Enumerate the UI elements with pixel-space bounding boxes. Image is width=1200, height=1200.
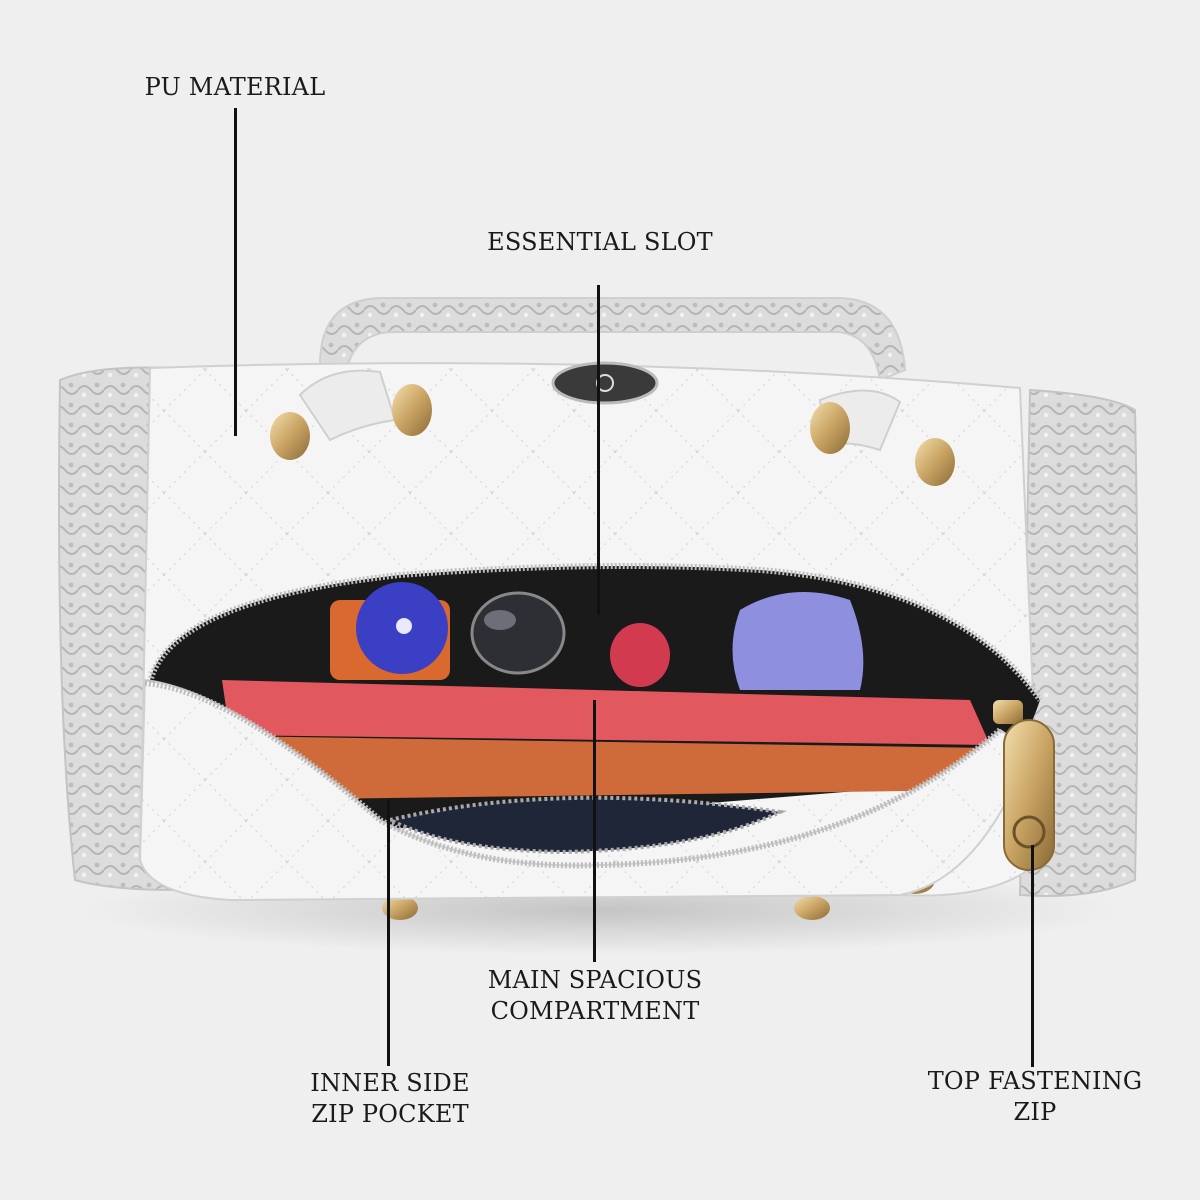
callout-main-compartment: MAIN SPACIOUS COMPARTMENT bbox=[487, 966, 703, 1025]
lip-balm bbox=[610, 623, 670, 687]
zipper-slider bbox=[993, 700, 1023, 724]
leader-line-essential-slot bbox=[597, 285, 600, 615]
gold-stud bbox=[794, 896, 830, 920]
gold-stud bbox=[392, 384, 432, 436]
zipper-pull-icon bbox=[1003, 719, 1055, 871]
pink-book bbox=[222, 680, 990, 745]
zipper-track-bottom bbox=[144, 680, 1002, 869]
bottle-nozzle bbox=[396, 618, 412, 634]
callout-inner-zip-pocket: INNER SIDE ZIP POCKET bbox=[310, 1069, 470, 1128]
callout-essential-slot: ESSENTIAL SLOT bbox=[487, 228, 713, 256]
bag-handle bbox=[318, 297, 907, 382]
leader-line-top-zip bbox=[1031, 845, 1034, 1067]
dark-compact bbox=[470, 591, 566, 675]
gold-stud bbox=[382, 896, 418, 920]
gold-stud bbox=[810, 402, 850, 454]
inner-zip-pocket bbox=[384, 795, 787, 855]
gold-stud bbox=[915, 438, 955, 486]
gold-stud bbox=[270, 412, 310, 460]
compact-highlight bbox=[484, 610, 516, 630]
leader-line-pu-material bbox=[234, 108, 237, 436]
callout-top-zip: TOP FASTENING ZIP bbox=[927, 1067, 1143, 1126]
orange-book bbox=[232, 736, 990, 800]
leader-line-inner-zip-pocket bbox=[387, 800, 390, 1066]
handle-loop-left bbox=[298, 369, 397, 442]
brand-medallion bbox=[551, 361, 659, 405]
leader-line-main-compartment bbox=[593, 700, 596, 962]
lavender-container bbox=[732, 592, 864, 690]
callout-pu-material: PU MATERIAL bbox=[144, 73, 326, 101]
zipper-pull-logo-icon bbox=[1012, 815, 1046, 849]
